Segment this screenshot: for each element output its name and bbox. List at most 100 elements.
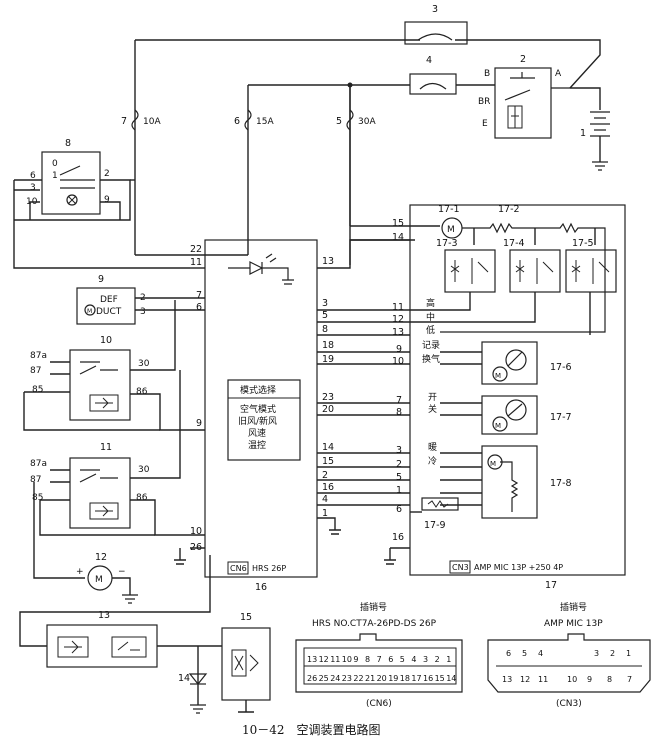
cn3-pin-top: 6	[506, 649, 511, 658]
cn6-pin-top: 11	[330, 655, 340, 664]
component-4-breaker: 4	[409, 55, 457, 95]
svg-text:温控: 温控	[248, 439, 266, 451]
cn3-pin-top: 2	[610, 649, 615, 658]
svg-text:2: 2	[322, 470, 328, 481]
cn3-pin-top: 5	[522, 649, 527, 658]
cn6-pin-bottom: 18	[400, 674, 410, 683]
svg-text:6: 6	[196, 302, 202, 313]
def-label: DEF	[100, 295, 118, 305]
term-e: E	[482, 119, 488, 129]
label-1: 1	[580, 128, 586, 139]
cn6-pin-top: 3	[423, 655, 428, 664]
svg-text:17-9: 17-9	[424, 520, 446, 531]
svg-text:M: M	[495, 372, 501, 380]
svg-text:87: 87	[30, 366, 41, 376]
label-2: 2	[520, 54, 526, 65]
component-2-relay: 2 B A BR E	[478, 54, 570, 139]
label-record: 记录	[422, 340, 440, 351]
svg-text:17-2: 17-2	[498, 204, 520, 215]
svg-text:9: 9	[396, 344, 402, 355]
connector-cn6-face: 插销号 HRS NO.CT7A-26PD-DS 26P (CN6)	[295, 601, 463, 709]
component-15-actuator: 15	[221, 612, 271, 701]
svg-text:3: 3	[322, 298, 328, 309]
svg-text:1: 1	[52, 171, 58, 181]
component-14-diode: 14	[178, 646, 208, 714]
cn6-pin-top: 2	[435, 655, 440, 664]
cn6-pin-bottom: 14	[446, 674, 456, 683]
svg-text:17-4: 17-4	[503, 238, 525, 249]
fuse-6-rating: 15A	[256, 117, 274, 127]
component-17-4-relay: 17-4	[503, 238, 561, 293]
cn3-pin-bottom: 8	[607, 675, 612, 684]
label-16: 16	[255, 582, 267, 593]
component-17-3-relay: 17-3	[436, 238, 496, 293]
svg-text:1: 1	[396, 485, 402, 496]
fuse-5: 5 30A	[336, 109, 376, 131]
component-17-6-actuator: M 17-6	[481, 341, 572, 385]
cn6-pin-top: 12	[319, 655, 329, 664]
svg-text:5: 5	[396, 472, 402, 483]
cn6-pin-top: 10	[342, 655, 352, 664]
svg-text:12: 12	[392, 314, 404, 325]
component-17-2-resistors: 17-2	[440, 204, 606, 333]
cn6-text: HRS 26P	[252, 564, 286, 573]
component-10-relay: 10 87a 87 85 30 86	[30, 335, 150, 421]
svg-text:0: 0	[52, 159, 58, 169]
cn6-pin-top: 6	[388, 655, 393, 664]
component-16-hrs-unit: 16 CN6 HRS 26P 模式选择 空气模式 旧风/新风 风速 温控	[204, 239, 318, 593]
svg-text:3: 3	[396, 445, 402, 456]
svg-text:87a: 87a	[30, 351, 47, 361]
fuse-5-number: 5	[336, 116, 342, 127]
cn6-pin-top: 4	[411, 655, 416, 664]
cn6-title: 插销号	[360, 601, 387, 613]
fuse-7: 7 10A	[121, 109, 161, 131]
label-high: 高	[426, 297, 435, 309]
svg-text:8: 8	[396, 407, 402, 418]
svg-text:14: 14	[322, 442, 334, 453]
label-11: 11	[100, 442, 112, 453]
svg-text:+: +	[76, 567, 84, 577]
svg-text:87: 87	[30, 475, 41, 485]
cn6-pin-top: 1	[446, 655, 451, 664]
label-mid: 中	[426, 311, 435, 323]
svg-text:20: 20	[322, 404, 334, 415]
svg-text:2: 2	[396, 459, 402, 470]
lamp-icon	[66, 194, 78, 206]
component-17-7-actuator: M 17-7	[481, 395, 572, 435]
svg-text:7: 7	[196, 290, 202, 301]
svg-text:M: M	[447, 225, 455, 235]
component-12-blower-motor: M 12 + −	[76, 552, 126, 591]
cn6-pin-bottom: 24	[330, 674, 340, 683]
duct-label: DUCT	[96, 307, 122, 317]
fuse-7-number: 7	[121, 116, 127, 127]
label-8: 8	[65, 138, 71, 149]
svg-text:17-5: 17-5	[572, 238, 594, 249]
svg-text:14: 14	[392, 232, 404, 243]
label-10: 10	[100, 335, 112, 346]
cn3-pin-bottom: 11	[538, 675, 548, 684]
label-17: 17	[545, 580, 557, 591]
svg-text:11: 11	[392, 302, 404, 313]
component-17-amp-unit: 17 CN3 AMP MIC 13P +250 4P	[409, 204, 626, 591]
component-17-8-actuator: M 17-8	[481, 445, 572, 519]
label-12: 12	[95, 552, 107, 563]
label-vent: 换气	[422, 353, 440, 365]
label-warm: 暖	[428, 441, 437, 453]
fuse-7-rating: 10A	[143, 117, 161, 127]
svg-text:18: 18	[322, 340, 334, 351]
connector-cn3-face: 插销号 AMP MIC 13P (CN3)	[487, 601, 651, 709]
cn6-pin-bottom: 25	[319, 674, 329, 683]
svg-text:17-8: 17-8	[550, 478, 572, 489]
svg-text:10: 10	[392, 356, 404, 367]
label-low: 低	[426, 324, 435, 336]
svg-text:86: 86	[136, 493, 148, 503]
cn3-pin-bottom: 9	[587, 675, 592, 684]
component-1-battery: 1	[570, 87, 610, 171]
svg-text:M: M	[95, 575, 103, 585]
term-br: BR	[478, 97, 490, 107]
svg-text:−: −	[118, 567, 126, 577]
cn6-pin-bottom: 15	[435, 674, 445, 683]
svg-text:10: 10	[190, 526, 202, 537]
svg-text:15: 15	[322, 456, 334, 467]
cn3-pin-top: 4	[538, 649, 543, 658]
